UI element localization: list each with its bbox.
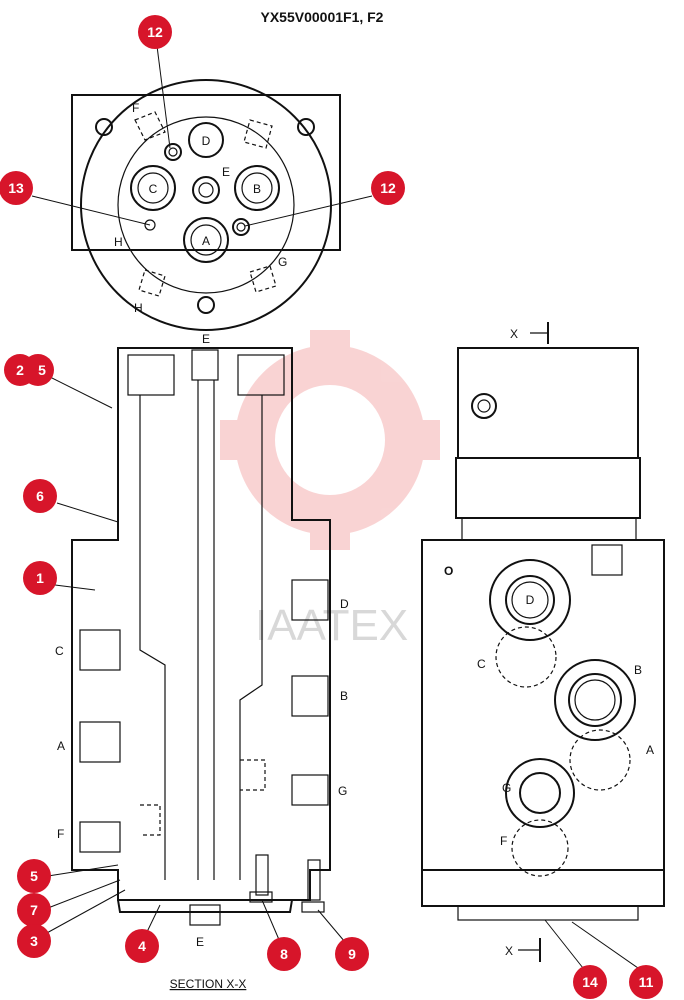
side-label-x-bottom: X — [505, 944, 513, 958]
svg-text:11: 11 — [639, 974, 654, 990]
svg-text:3: 3 — [30, 933, 38, 949]
callout-3: 3 — [17, 924, 51, 958]
svg-text:14: 14 — [582, 974, 598, 990]
section-label-f: F — [57, 827, 64, 841]
side-view — [421, 322, 665, 962]
side-label-c: C — [477, 657, 486, 671]
top-label-b: B — [253, 182, 261, 196]
callout-5-bottom: 5 — [17, 859, 51, 893]
svg-text:7: 7 — [30, 902, 38, 918]
leader-lines — [31, 45, 639, 969]
section-view — [71, 347, 331, 926]
callout-8: 8 — [267, 937, 301, 971]
side-label-f: F — [500, 834, 507, 848]
top-label-g: G — [278, 255, 287, 269]
side-label-o: O — [444, 564, 453, 578]
section-label-c: C — [55, 644, 64, 658]
svg-text:2: 2 — [16, 362, 24, 378]
side-label-d: D — [526, 593, 535, 607]
svg-text:12: 12 — [380, 180, 396, 196]
svg-text:13: 13 — [8, 180, 24, 196]
diagram-title: YX55V00001F1, F2 — [261, 9, 384, 25]
top-label-h1: H — [114, 235, 123, 249]
top-label-a: A — [202, 234, 210, 248]
callout-14: 14 — [573, 965, 607, 999]
callout-7: 7 — [17, 893, 51, 927]
section-label-a: A — [57, 739, 65, 753]
side-label-g: G — [502, 781, 511, 795]
top-label-c: C — [149, 182, 158, 196]
top-label-h2: H — [134, 301, 143, 315]
callout-6: 6 — [23, 479, 57, 513]
callout-9: 9 — [335, 937, 369, 971]
top-label-f: F — [132, 101, 139, 115]
svg-text:5: 5 — [30, 868, 38, 884]
svg-text:1: 1 — [36, 570, 44, 586]
callout-13: 13 — [0, 171, 33, 205]
section-label-b: B — [340, 689, 348, 703]
top-view — [71, 79, 341, 331]
svg-text:5: 5 — [38, 362, 46, 378]
top-label-e: E — [222, 165, 230, 179]
section-label-d: D — [340, 597, 349, 611]
side-label-a: A — [646, 743, 654, 757]
watermark-text: IAATEX — [255, 601, 408, 650]
callout-1: 1 — [23, 561, 57, 595]
section-label-e-top: E — [202, 332, 210, 346]
side-label-x-top: X — [510, 327, 518, 341]
section-caption: SECTION X-X — [170, 977, 247, 991]
callout-2: 2 — [4, 354, 36, 386]
top-label-d: D — [202, 134, 211, 148]
svg-text:12: 12 — [147, 24, 163, 40]
svg-text:6: 6 — [36, 488, 44, 504]
callout-4: 4 — [125, 929, 159, 963]
callout-12-right: 12 — [371, 171, 405, 205]
svg-text:9: 9 — [348, 946, 356, 962]
svg-text:8: 8 — [280, 946, 288, 962]
watermark-gear-icon — [220, 330, 440, 550]
svg-text:4: 4 — [138, 938, 146, 954]
section-label-g: G — [338, 784, 347, 798]
side-label-b: B — [634, 663, 642, 677]
section-label-e-bottom: E — [196, 935, 204, 949]
callout-12-top: 12 — [138, 15, 172, 49]
callout-11: 11 — [629, 965, 663, 999]
